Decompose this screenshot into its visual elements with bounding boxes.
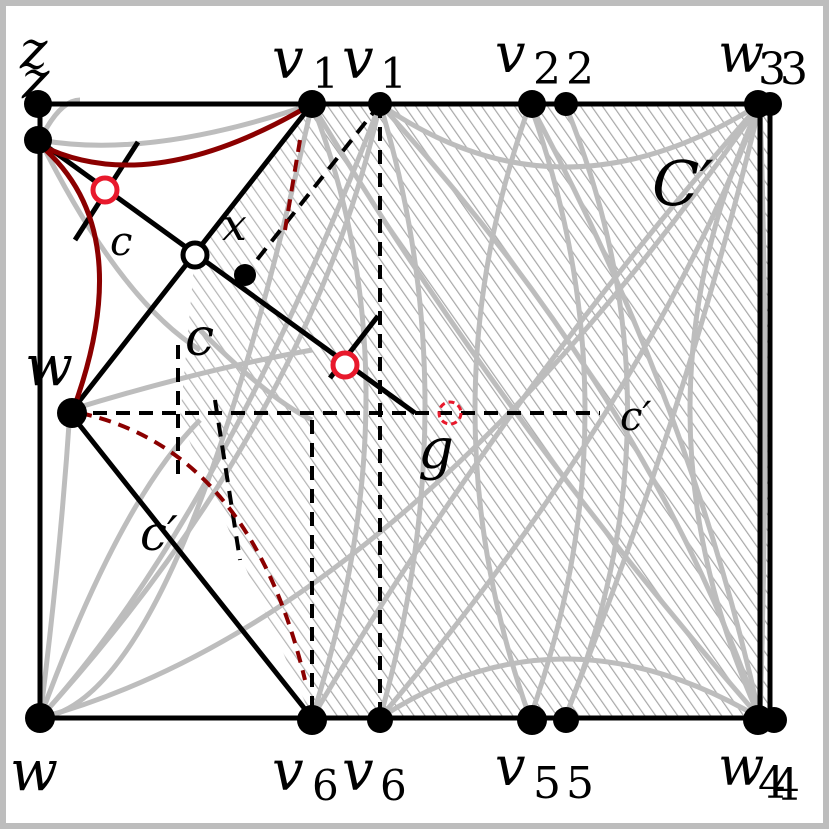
label-v1-b: v xyxy=(342,27,374,92)
label-w-bottom: w xyxy=(10,739,58,804)
label-c-prime-left: c′ xyxy=(620,394,651,440)
dark-red-dashed xyxy=(79,139,307,681)
label-w3-a: w xyxy=(718,22,764,85)
label-v2-b: 2 xyxy=(566,44,594,95)
label-w4-a-sub: 4 xyxy=(758,758,786,809)
label-x: x xyxy=(222,200,247,251)
label-z-b: z xyxy=(21,51,50,111)
label-v5-a: v xyxy=(495,735,526,798)
label-c-inner: c xyxy=(185,308,214,368)
dark-red-curves xyxy=(38,101,314,414)
red-marker-middle xyxy=(330,350,360,380)
label-v6-a-sub: 6 xyxy=(312,761,339,810)
label-v6-b-sub: 6 xyxy=(380,761,407,810)
red-marker-g xyxy=(437,400,463,426)
label-c-upper-left: c xyxy=(110,219,132,265)
label-v5-a-sub: 5 xyxy=(533,758,561,809)
label-c-prime-lower: c′ xyxy=(140,506,178,562)
label-v1-a-sub: 1 xyxy=(312,49,339,98)
label-w4-a: w xyxy=(718,735,764,798)
main-rectangle xyxy=(37,101,773,721)
label-v2-a: v xyxy=(495,22,526,85)
label-v6-a: v xyxy=(272,739,304,804)
gray-curves xyxy=(37,97,768,721)
label-v1-b-sub: 1 xyxy=(380,49,407,98)
labels: z z v 1 v 1 v 2 2 w 3 3 C′ x c c w g c′ … xyxy=(10,21,808,811)
label-v6-b: v xyxy=(342,739,374,804)
label-v2-a-sub: 2 xyxy=(533,44,561,95)
label-g: g xyxy=(418,417,454,482)
label-w3-a-sub: 3 xyxy=(758,44,786,95)
label-w4-b: 4 xyxy=(772,760,800,811)
white-marker xyxy=(180,240,210,270)
label-v1-a: v xyxy=(272,27,304,92)
label-v5-b: 5 xyxy=(566,758,594,809)
label-w3-b: 3 xyxy=(780,44,808,95)
label-z-a: z xyxy=(19,21,48,81)
vertex-dots xyxy=(24,90,787,735)
dashed-lines xyxy=(70,102,600,718)
label-C-prime: C′ xyxy=(652,147,714,220)
label-w-mid: w xyxy=(25,334,73,399)
red-marker-upper xyxy=(90,175,120,205)
